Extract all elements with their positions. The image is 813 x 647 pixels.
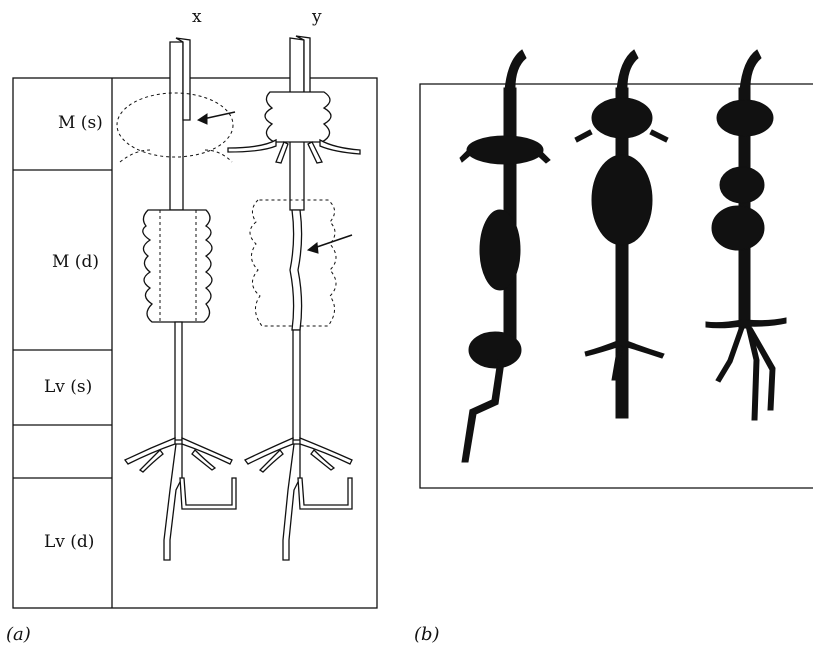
fiber-y-arbor-upper	[265, 92, 331, 142]
silhouette-1	[460, 50, 550, 462]
fiber-x	[117, 38, 236, 560]
layer-label-lv-s: Lv (s)	[44, 377, 92, 397]
layer-label-m-s: M (s)	[58, 113, 103, 133]
fiber-x-arbor	[143, 210, 212, 322]
silhouette-2	[575, 50, 668, 418]
layer-label-m-d: M (d)	[52, 252, 99, 272]
fiber-y	[228, 36, 360, 560]
fiber-label-x: x	[192, 7, 202, 27]
panel-a-label: (a)	[6, 624, 31, 645]
panel-a-frame	[13, 78, 377, 608]
fiber-label-y: y	[311, 7, 322, 27]
panel-a: M (s) M (d) Lv (s) Lv (d) x y	[6, 7, 377, 645]
panel-b-label: (b)	[414, 624, 440, 645]
panel-b: (b)	[414, 50, 813, 645]
silhouette-3	[706, 50, 786, 420]
layer-label-lv-d: Lv (d)	[44, 532, 94, 552]
